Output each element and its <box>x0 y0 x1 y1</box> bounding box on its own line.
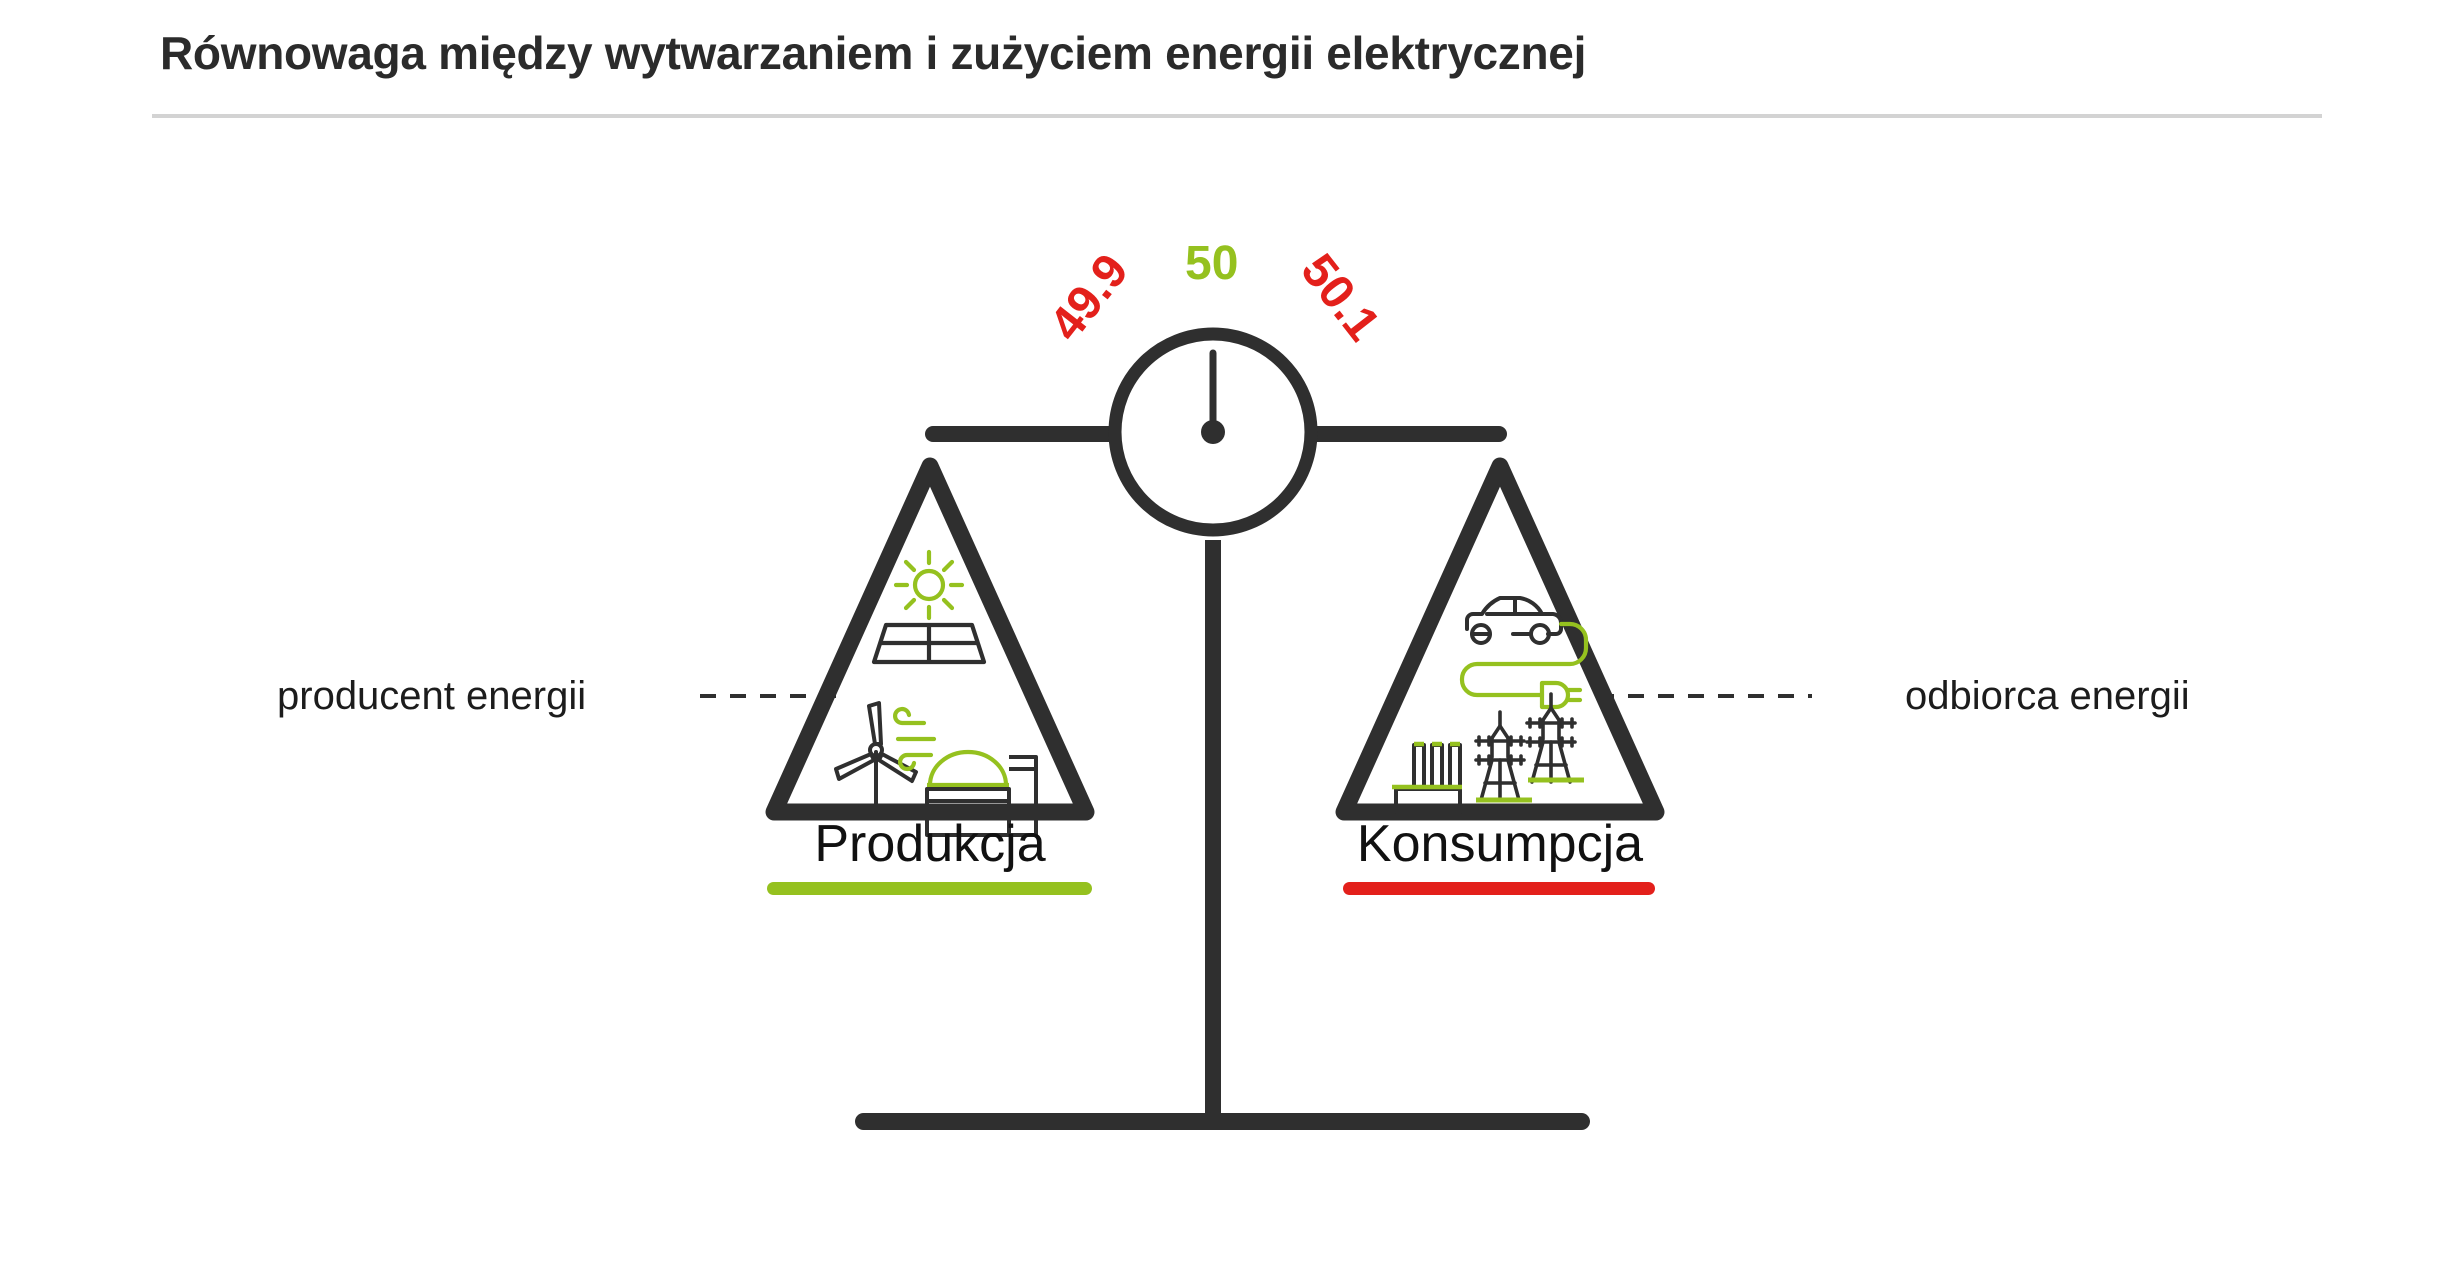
wind-lines-icon <box>892 706 937 772</box>
balance-base-group <box>855 540 1590 1130</box>
page-title: Równowaga między wytwarzaniem i zużyciem… <box>160 27 1587 79</box>
pan-left-caption-underline <box>767 882 1092 895</box>
gauge-hub <box>1201 420 1225 444</box>
balance-post <box>1205 540 1221 1120</box>
transmission-tower-icon <box>1474 692 1577 802</box>
pan-left-triangle <box>765 457 1095 821</box>
tower-ground-lines <box>1476 777 1584 803</box>
biogas-plant-icon <box>925 749 1038 837</box>
balance-base <box>855 1113 1590 1130</box>
title-divider <box>152 114 2322 118</box>
pan-right-caption: Konsumpcja <box>1330 818 1670 895</box>
factory-icon <box>1392 741 1462 814</box>
header: Równowaga między wytwarzaniem i zużyciem… <box>0 0 2440 130</box>
pan-right-caption-underline <box>1343 882 1655 895</box>
charging-cable-icon <box>1459 621 1589 710</box>
wind-turbine-icon <box>834 701 918 808</box>
solar-panel-icon <box>871 622 987 665</box>
pan-right-triangle <box>1335 457 1665 821</box>
pan-left-caption-text: Produkcja <box>814 815 1046 873</box>
frequency-gauge-dial <box>1108 327 1318 537</box>
pan-left-caption: Produkcja <box>760 818 1100 895</box>
electric-car-icon <box>1465 596 1564 645</box>
sun-icon <box>893 549 965 621</box>
pan-left-production <box>765 457 1095 837</box>
pan-right-consumption <box>1335 457 1665 821</box>
side-label-producer: producent energii <box>277 674 587 718</box>
gauge-label-nominal: 50 <box>1185 237 1239 290</box>
side-label-consumer: odbiorca energii <box>1905 674 2190 718</box>
pan-right-caption-text: Konsumpcja <box>1356 815 1644 873</box>
